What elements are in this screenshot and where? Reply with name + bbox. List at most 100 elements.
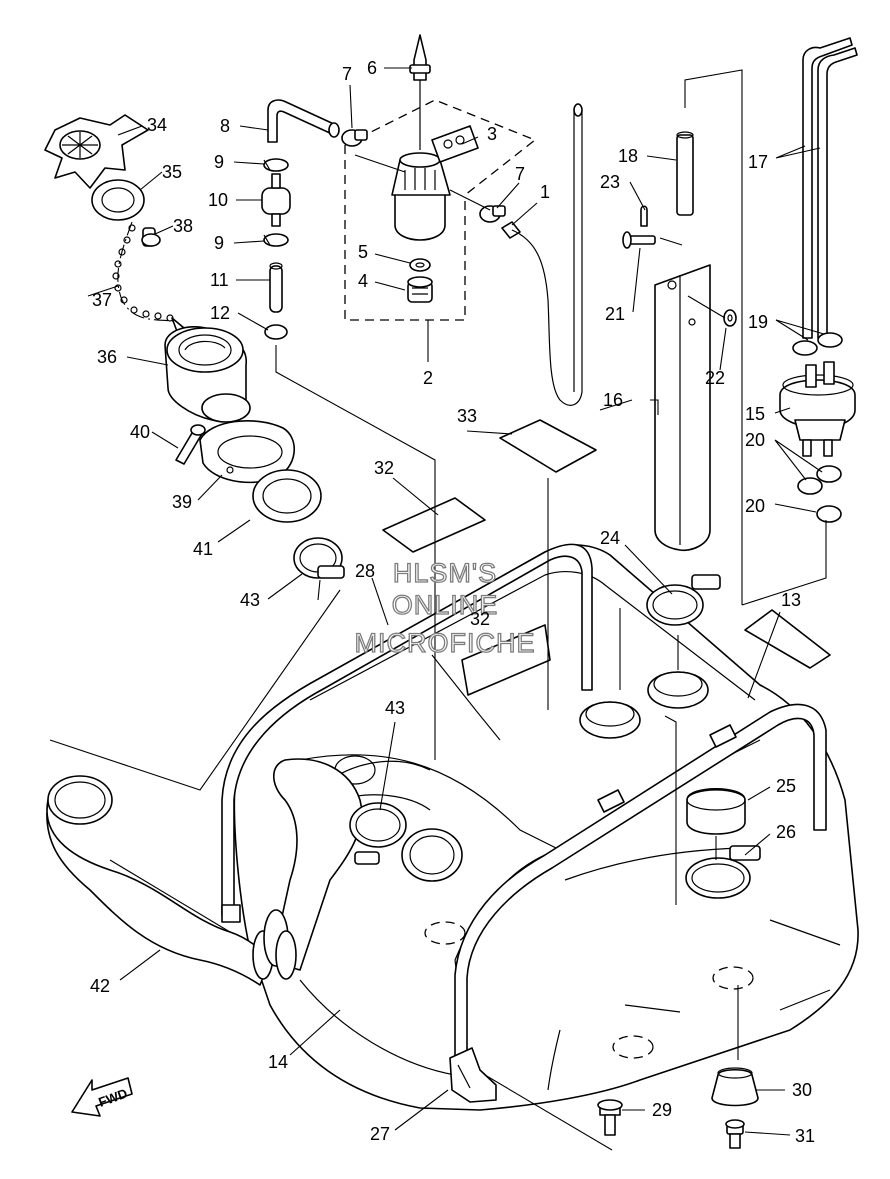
callout-27: 27: [370, 1124, 390, 1144]
clip-9-lower: [263, 233, 289, 247]
callout-40: 40: [130, 422, 150, 442]
callout-21: 21: [605, 304, 625, 324]
rod-18: [676, 131, 694, 216]
callout-numbers: 1 2 3 4 5 6 7 7 8 9 10 9 11 12 13 14 15 …: [90, 58, 815, 1146]
bolt-21: [622, 231, 656, 249]
bracket-27: [449, 1047, 497, 1103]
clamp-12: [264, 324, 288, 340]
watermark-line-3: MICROFICHE: [355, 628, 536, 658]
assembly-lines: [49, 69, 827, 1151]
callout-22: 22: [705, 368, 725, 388]
bolt-31: [725, 1119, 745, 1149]
filler-hose-42: [46, 775, 274, 986]
callout-14: 14: [268, 1052, 288, 1072]
hose-1: [501, 103, 583, 406]
callout-26: 26: [776, 822, 796, 842]
clamp-26: [685, 845, 761, 899]
clamp-24: [646, 574, 721, 626]
callout-20-upper: 20: [745, 430, 765, 450]
callout-7-right: 7: [515, 164, 525, 184]
callout-32-upper: 32: [374, 458, 394, 478]
sender-tube-16: [654, 264, 711, 552]
hose-clamp-43-lower: [349, 802, 407, 865]
callout-24: 24: [600, 528, 620, 548]
callout-1: 1: [540, 182, 550, 202]
hose-8: [267, 99, 340, 143]
callout-16: 16: [603, 390, 623, 410]
check-valve-15: [779, 361, 856, 457]
bolt-29: [597, 1099, 623, 1136]
clips-19: [792, 332, 843, 356]
callout-30: 30: [792, 1080, 812, 1100]
callout-36: 36: [97, 347, 117, 367]
neck-ring-41: [252, 469, 322, 523]
callout-2: 2: [423, 368, 433, 388]
clamp-7-right: [479, 205, 506, 223]
callout-9-lower: 9: [214, 233, 224, 253]
vent-fitting-40: [175, 424, 206, 465]
callout-18: 18: [618, 146, 638, 166]
callout-43-lower: 43: [385, 698, 405, 718]
neck-gasket-39: [199, 420, 296, 484]
callout-37: 37: [92, 290, 112, 310]
fuel-pump-assembly-2: [344, 34, 537, 321]
screw-38: [141, 227, 161, 247]
callout-39: 39: [172, 492, 192, 512]
cap-25: [686, 787, 746, 835]
callout-4: 4: [358, 271, 368, 291]
vent-pipes-17: [802, 37, 858, 339]
callout-17: 17: [748, 152, 768, 172]
o-ring-5: [409, 258, 431, 272]
callout-5: 5: [358, 242, 368, 262]
callout-19: 19: [748, 312, 768, 332]
callout-20-lower: 20: [745, 496, 765, 516]
callout-6: 6: [367, 58, 377, 78]
damper-30: [711, 1067, 759, 1107]
label-32: [382, 497, 486, 553]
callout-34: 34: [147, 115, 167, 135]
callout-leaders: [87, 67, 825, 1136]
cap-gasket-35: [91, 179, 145, 221]
plug-4: [407, 276, 433, 303]
filler-neck-36: [164, 326, 251, 423]
pad-13: [744, 609, 831, 669]
fuel-cap-34: [44, 114, 149, 189]
callout-25: 25: [776, 776, 796, 796]
washer-22: [723, 309, 737, 327]
filler-hose-elbow: [263, 758, 363, 980]
pin-23: [640, 205, 648, 227]
callout-32-lower: 32: [470, 609, 490, 629]
callout-11: 11: [210, 270, 229, 290]
clamps-20: [797, 465, 842, 523]
fuel-filter-10: [261, 173, 291, 227]
callout-8: 8: [220, 116, 230, 136]
watermark: HLSM'S ONLINE MICROFICHE: [354, 557, 536, 658]
watermark-line-1: HLSM'S: [393, 558, 497, 588]
callout-43-upper: 43: [240, 590, 260, 610]
callout-13: 13: [781, 590, 801, 610]
callout-31: 31: [795, 1126, 815, 1146]
callout-35: 35: [162, 162, 182, 182]
callout-15: 15: [745, 404, 765, 424]
callout-9-upper: 9: [214, 152, 224, 172]
callout-29: 29: [652, 1100, 672, 1120]
callout-12: 12: [210, 303, 230, 323]
callout-28: 28: [355, 561, 375, 581]
clip-9-upper: [263, 158, 289, 172]
watermark-line-2: ONLINE: [392, 590, 499, 620]
pad-33: [499, 419, 597, 473]
callout-33: 33: [457, 406, 477, 426]
callout-41: 41: [193, 539, 213, 559]
callout-38: 38: [173, 216, 193, 236]
callout-23: 23: [600, 172, 620, 192]
clamp-7-left: [341, 129, 368, 147]
callout-3: 3: [487, 124, 497, 144]
forward-direction-arrow-icon: FWD: [71, 1077, 133, 1117]
warning-label-32-on-tank: [461, 624, 551, 696]
callout-42: 42: [90, 976, 110, 996]
hose-clamp-43-upper: [293, 537, 345, 579]
tank-straps: [221, 543, 827, 1076]
hose-11: [269, 262, 283, 313]
callout-7-left: 7: [342, 64, 352, 84]
